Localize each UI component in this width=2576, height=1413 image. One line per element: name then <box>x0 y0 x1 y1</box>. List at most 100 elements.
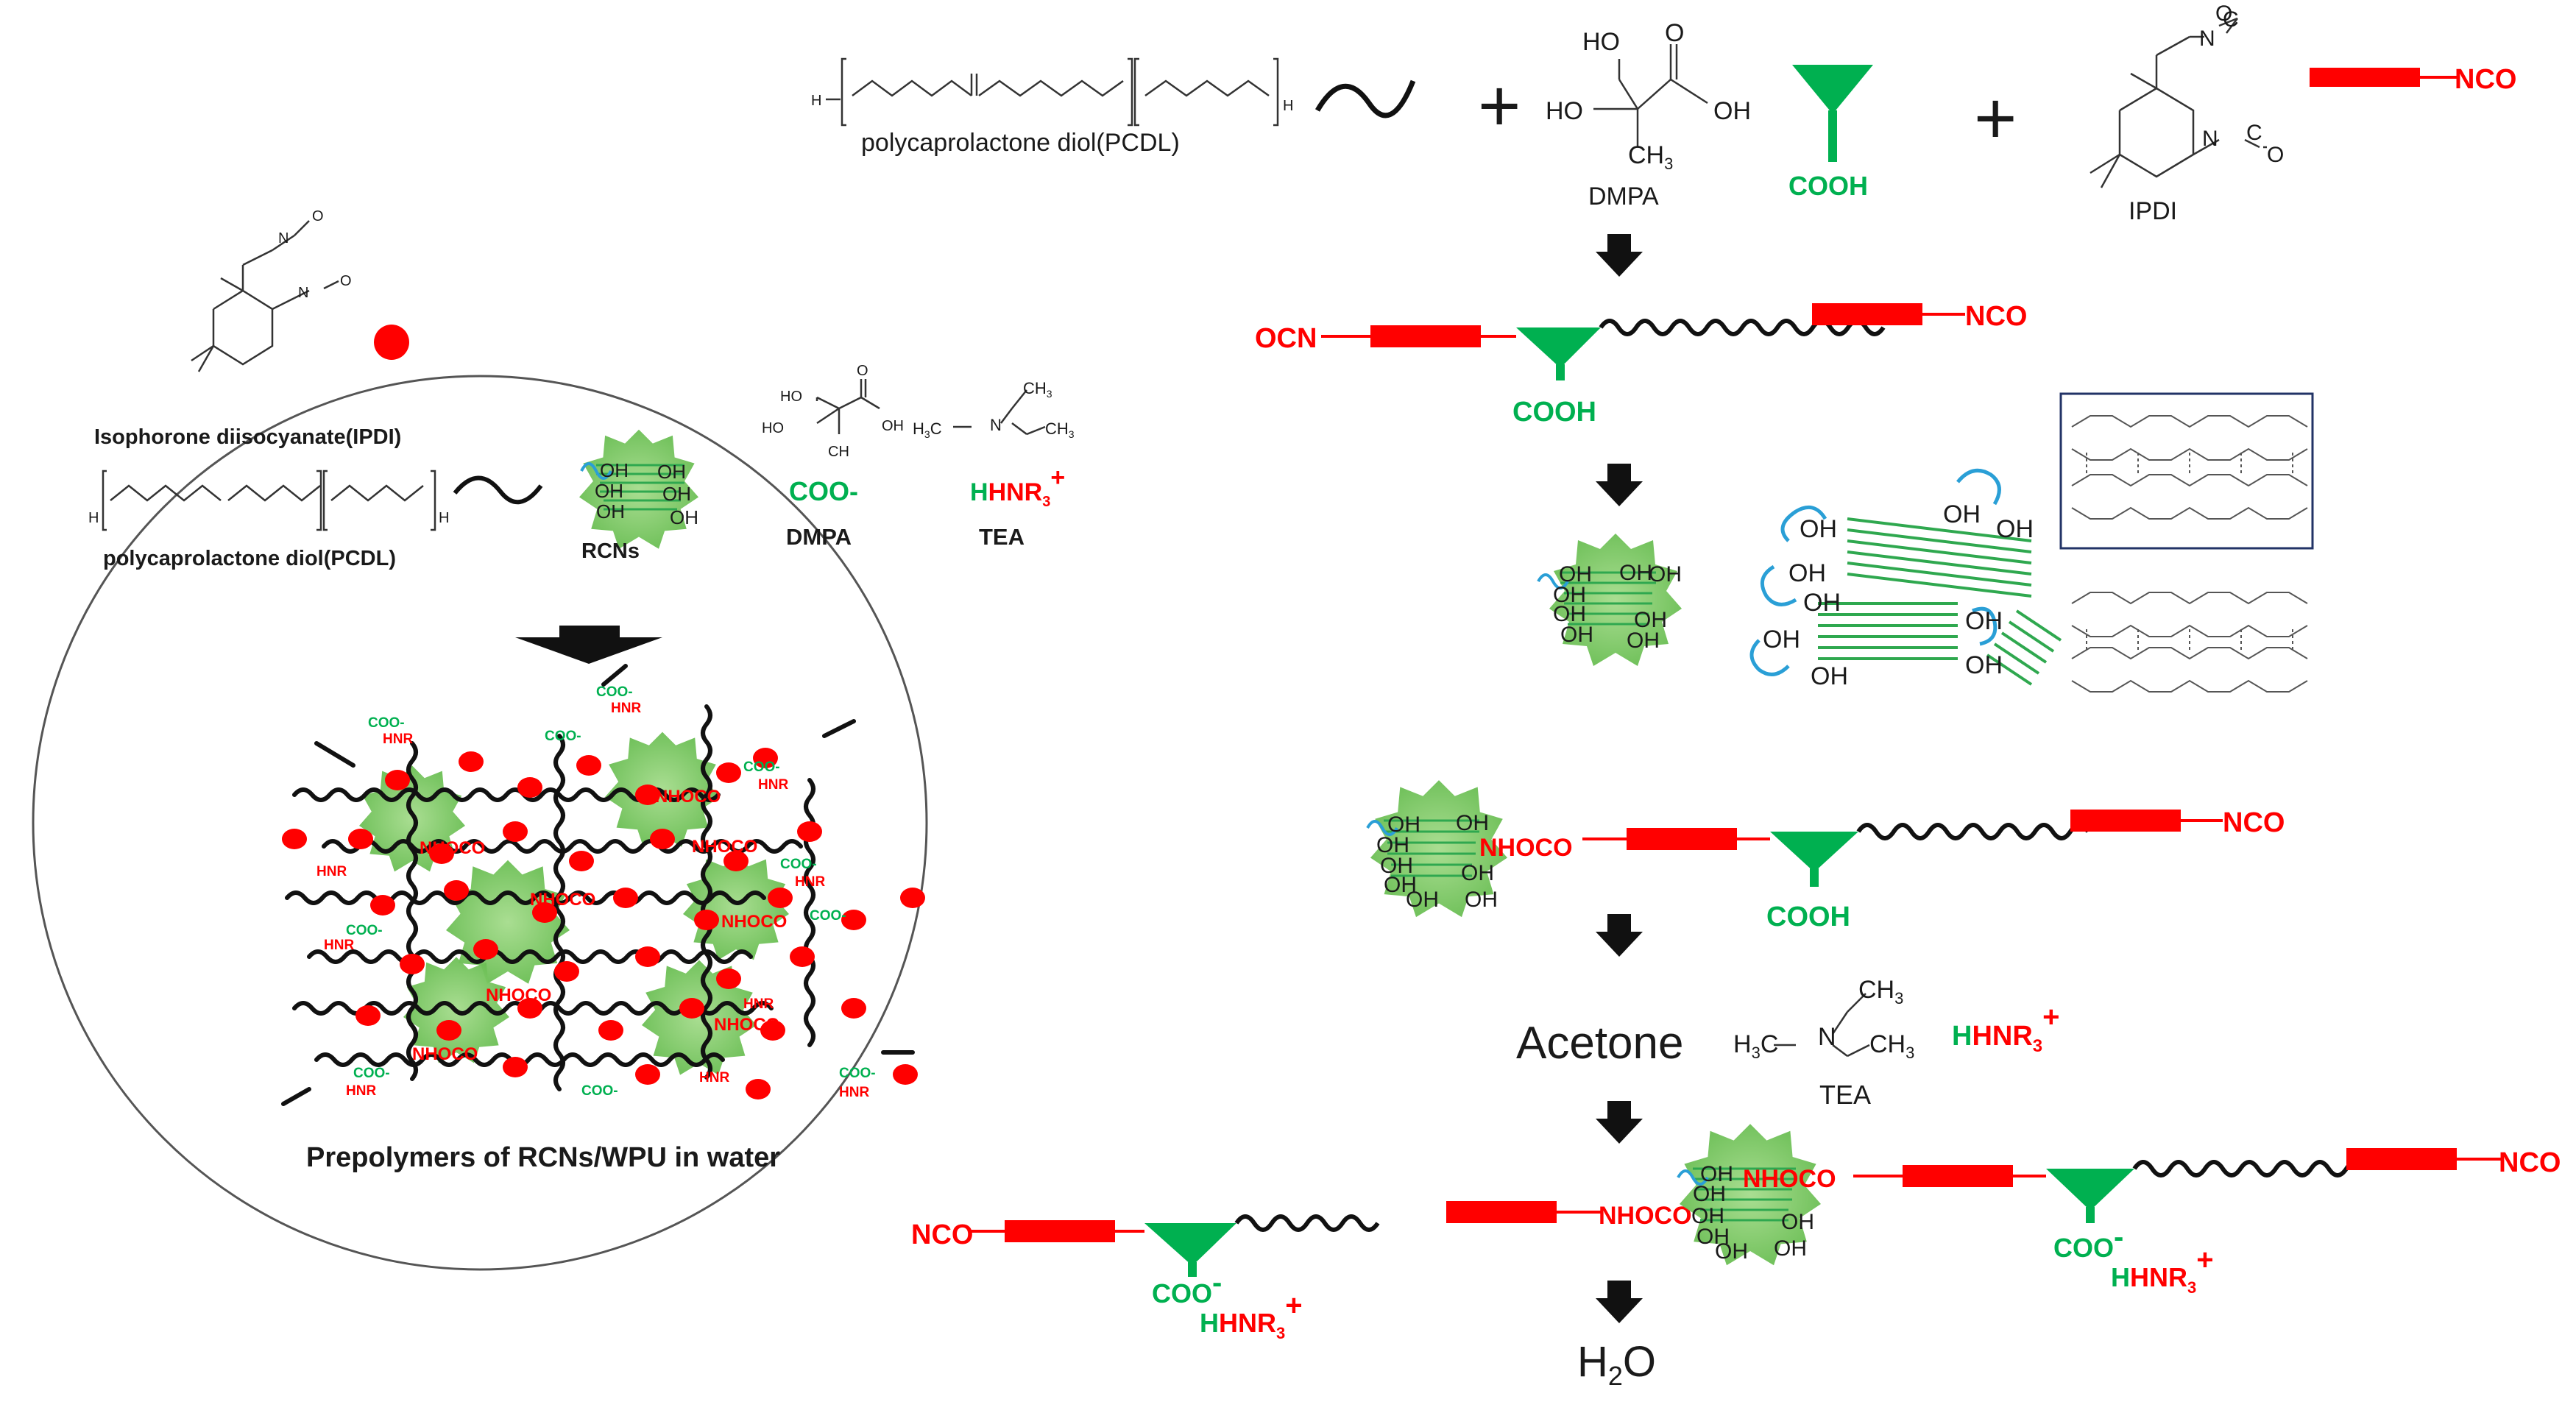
svg-text:OH: OH <box>1634 608 1667 632</box>
circle-rcn-oh-3: OH <box>595 480 623 502</box>
step2-blue-chains <box>1749 468 2001 676</box>
svg-text:OH: OH <box>1811 662 1848 690</box>
circle-dmpa-coo: COO- <box>789 476 858 506</box>
arrow-step-2 <box>1596 464 1643 506</box>
circle-ipdi-n1: N <box>278 230 289 247</box>
svg-text:OH: OH <box>1996 515 2034 543</box>
svg-text:NCO: NCO <box>911 1219 973 1250</box>
circle-down-arrow <box>515 626 662 664</box>
circle-dmpa-ch3: CH <box>828 444 849 460</box>
acetone-label: Acetone <box>1516 1018 1684 1069</box>
header-ipdi-nco: NCO <box>2455 64 2516 95</box>
svg-text:COO-: COO- <box>839 1066 876 1081</box>
svg-text:OH: OH <box>1715 1239 1748 1264</box>
step5-blob-hydroxyls: OH OH OH OH OH OH OH <box>1691 1162 1814 1264</box>
step5-right-coo: COO- <box>2053 1221 2123 1263</box>
circle-dmpa-oh: OH <box>882 418 904 434</box>
step-tea-structure <box>1774 993 1870 1058</box>
svg-text:OH: OH <box>1376 833 1409 857</box>
step5-left-coo: COO- <box>1152 1267 1222 1308</box>
header-dmpa-cooh: COOH <box>1788 171 1868 201</box>
circle-dmpa-label: DMPA <box>786 524 852 550</box>
svg-text:HNR: HNR <box>743 996 774 1012</box>
header-ipdi-label: IPDI <box>2129 197 2177 225</box>
header-dmpa-ho-left: HO <box>1546 97 1583 125</box>
svg-text:HNR: HNR <box>758 777 788 793</box>
header-dmpa-structure <box>1593 44 1708 147</box>
svg-text:OCN: OCN <box>1255 323 1317 354</box>
circle-rcn-oh-2: OH <box>657 461 686 483</box>
svg-text:COO-: COO- <box>743 759 780 775</box>
svg-text:OH: OH <box>1700 1162 1733 1186</box>
header-pcdl-h-left: H <box>811 93 821 109</box>
header-dmpa-funnel <box>1792 65 1873 162</box>
svg-text:OH: OH <box>1691 1204 1724 1228</box>
svg-text:OH: OH <box>1943 500 1981 528</box>
svg-text:HNR: HNR <box>699 1070 729 1086</box>
step3-blob-fibers <box>1384 819 1479 877</box>
arrow-step-1 <box>1596 234 1643 277</box>
cellulose-structure-box <box>2059 392 2314 550</box>
step-tea-label: TEA <box>1819 1080 1871 1110</box>
svg-text:NCO: NCO <box>2499 1147 2561 1178</box>
svg-text:COO-: COO- <box>810 908 846 924</box>
svg-text:OH: OH <box>1553 583 1586 607</box>
circle-tea-label: TEA <box>979 524 1025 550</box>
svg-text:OH: OH <box>1693 1182 1726 1206</box>
step2-blob-fibers <box>1560 571 1656 626</box>
prepolymer-cluster: COO- COO- COO- COO- COO- COO- COO- COO- … <box>281 664 925 1106</box>
step2-blob-chain <box>1537 573 1569 589</box>
svg-text:OH: OH <box>1800 515 1837 543</box>
svg-text:OH: OH <box>1965 651 2003 679</box>
circle-rcn-oh-1: OH <box>600 459 629 481</box>
header-plus-1: + <box>1478 65 1521 147</box>
circle-pcdl-h-right: H <box>439 510 449 526</box>
circle-rcn-chain <box>580 462 612 480</box>
step-tea-ch3-right: CH3 <box>1869 1030 1914 1062</box>
circle-dmpa-o: O <box>857 363 868 379</box>
water-label: H2O <box>1577 1338 1656 1391</box>
svg-text:HNR: HNR <box>346 1083 376 1099</box>
header-ipdi-o1: O <box>2215 1 2232 26</box>
header-ipdi-n2: N <box>2202 127 2218 151</box>
svg-text:NHOCO: NHOCO <box>530 890 595 910</box>
header-dmpa-ho-top: HO <box>1582 28 1620 56</box>
circle-tea-n: N <box>990 416 1002 434</box>
svg-text:NHOCO: NHOCO <box>714 1015 779 1035</box>
circle-ipdi-o2: O <box>340 273 352 289</box>
svg-text:NHOCO: NHOCO <box>486 985 551 1005</box>
svg-text:NHOCO: NHOCO <box>1599 1202 1692 1230</box>
svg-text:COO-: COO- <box>346 923 383 938</box>
circle-rcn-oh-4: OH <box>662 483 691 505</box>
step5-blob-chain <box>1677 1169 1709 1186</box>
circle-pcdl-wave-symbol <box>453 475 543 505</box>
step2-fiber-hydroxyls: OH OH OH OH OH OH OH OH OH <box>1763 500 2034 690</box>
circle-tea-ch3-top: CH3 <box>1023 379 1052 400</box>
header-dmpa-o: O <box>1665 19 1684 47</box>
circle-pcdl-label: polycaprolactone diol(PCDL) <box>103 547 396 570</box>
svg-text:HNR: HNR <box>795 874 825 890</box>
header-dmpa-label: DMPA <box>1588 183 1659 210</box>
header-pcdl-h-right: H <box>1283 98 1293 114</box>
svg-text:OH: OH <box>1803 589 1841 617</box>
svg-text:NHOCO: NHOCO <box>1743 1165 1836 1193</box>
header-ipdi-red-block <box>2310 68 2420 87</box>
svg-text:HNR: HNR <box>383 732 413 747</box>
step3-chain: NHOCO NCO <box>1479 807 2285 887</box>
svg-text:OH: OH <box>1763 626 1800 654</box>
svg-text:OH: OH <box>1465 888 1498 912</box>
svg-text:COO-: COO- <box>596 684 633 700</box>
circle-tea-hnr: HHNR3+ <box>970 464 1065 510</box>
svg-text:NHOCO: NHOCO <box>412 1044 478 1064</box>
svg-text:OH: OH <box>1781 1210 1814 1234</box>
svg-text:NCO: NCO <box>2223 807 2285 838</box>
step3-blob-chain <box>1366 820 1398 836</box>
arrow-step-5 <box>1596 1281 1643 1323</box>
step-tea-n: N <box>1818 1023 1836 1051</box>
circle-rcn-label: RCNs <box>581 539 640 563</box>
svg-text:COO-: COO- <box>545 729 581 744</box>
header-dmpa-oh: OH <box>1713 97 1751 125</box>
svg-text:OH: OH <box>1387 812 1420 837</box>
header-ipdi-c1: C <box>2223 7 2239 32</box>
step5-left-chain: NCO NHOCO <box>911 1201 1692 1277</box>
